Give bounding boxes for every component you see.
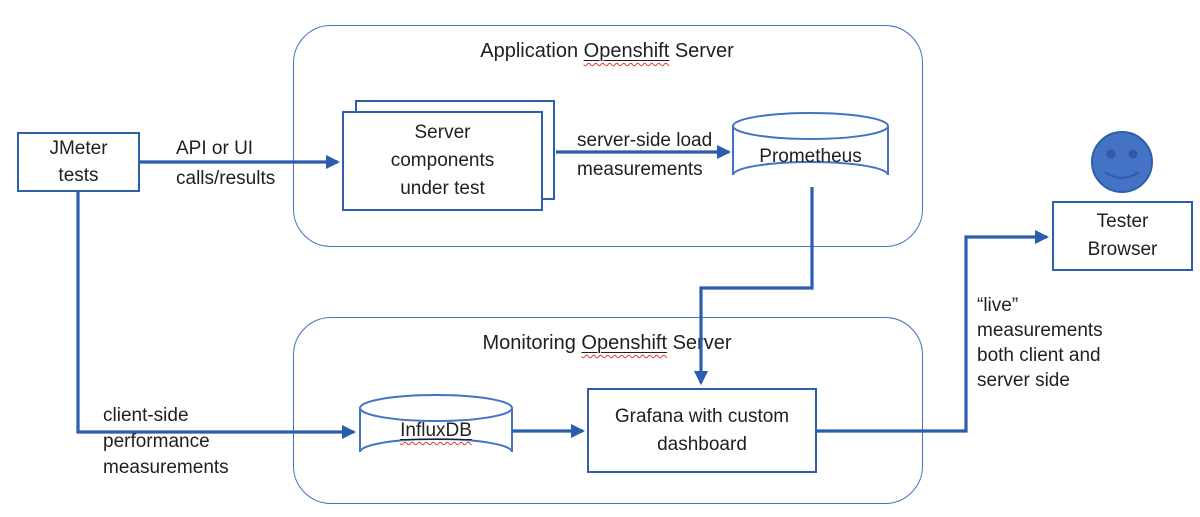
prometheus-label: Prometheus: [759, 146, 862, 167]
application-title-prefix: Application: [480, 40, 584, 62]
monitoring-title-suffix: Server: [667, 332, 732, 354]
smiley-face-icon: [1091, 131, 1153, 193]
application-openshift-server-container: [293, 25, 923, 247]
application-title-underline: Openshift: [584, 40, 670, 62]
influxdb-underline: InfluxDB: [400, 420, 472, 441]
jmeter-tests-node: JMeter tests: [17, 132, 140, 192]
edge-label-client-side-performance: client-side performance measurements: [103, 405, 229, 478]
monitoring-container-title: Monitoring Openshift Server: [293, 332, 921, 355]
influxdb-label: InfluxDB: [360, 420, 512, 442]
edge-label-api-or-ui-calls: API or UI calls/results: [176, 138, 276, 189]
grafana-node: Grafana with custom dashboard: [587, 388, 817, 473]
edge-label-live-measurements: “live” measurements both client and serv…: [977, 295, 1103, 391]
monitoring-title-prefix: Monitoring: [482, 332, 582, 354]
server-components-node: Server components under test: [342, 111, 543, 211]
influxdb-misspelled-word: InfluxDB: [400, 420, 472, 441]
application-title-suffix: Server: [669, 40, 734, 62]
application-container-title: Application Openshift Server: [293, 40, 921, 63]
tester-browser-node: Tester Browser: [1052, 201, 1193, 271]
application-title-misspelled-word: Openshift: [583, 40, 670, 62]
monitoring-title-underline: Openshift: [581, 332, 667, 354]
monitoring-title-misspelled-word: Openshift: [581, 332, 668, 354]
edge-label-server-side-load: server-side load measurements: [577, 130, 713, 180]
